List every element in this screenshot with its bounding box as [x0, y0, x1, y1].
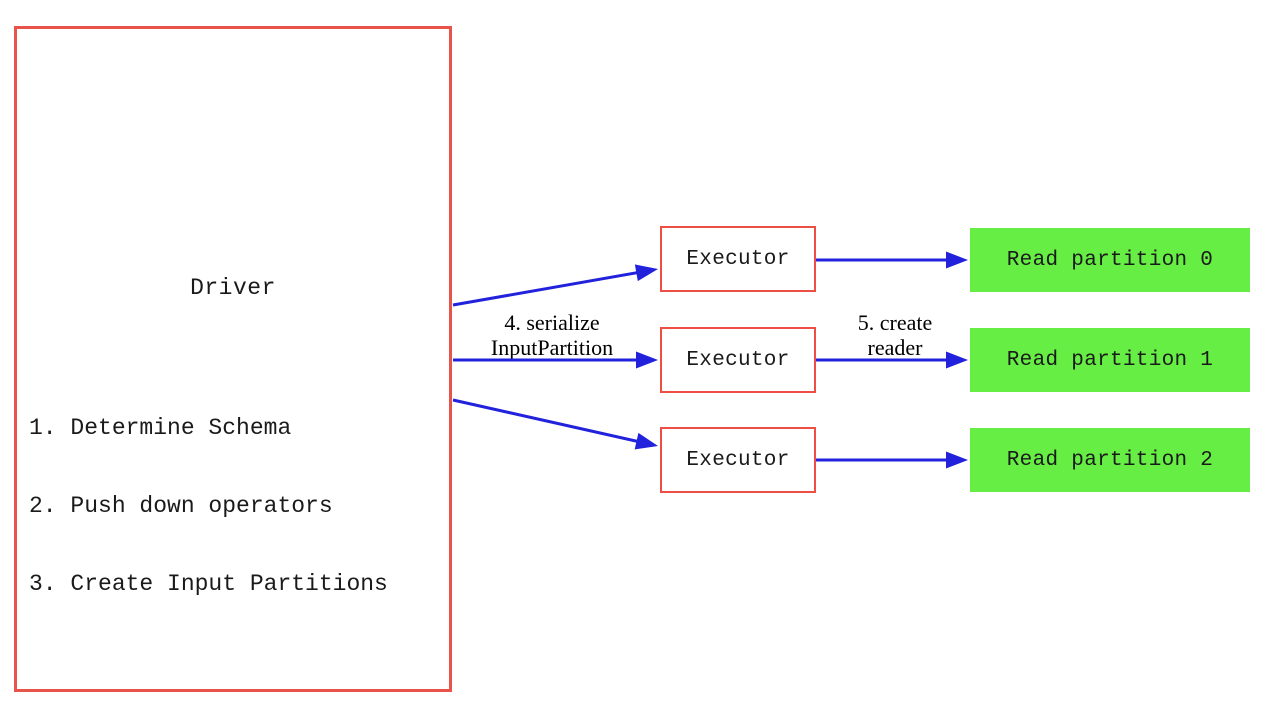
read-partition-label-1: Read partition 1: [1006, 348, 1214, 372]
driver-title: Driver: [190, 275, 276, 301]
driver-to-executor-2-arrow: [452, 398, 658, 450]
executor-label-2: Executor: [686, 448, 790, 472]
read-partition-box-2: Read partition 2: [970, 428, 1250, 492]
read-partition-box-0: Read partition 0: [970, 228, 1250, 292]
edge-label-create-reader-line-1: 5. create: [857, 310, 933, 335]
read-partition-box-1: Read partition 1: [970, 328, 1250, 392]
edge-label-serialize: 4. serialize InputPartition: [462, 310, 642, 360]
edge-label-serialize-line-1: 4. serialize: [504, 310, 600, 335]
read-partition-label-2: Read partition 2: [1006, 448, 1214, 472]
driver-to-executor-0-arrow: [452, 264, 658, 307]
executor-box-1: Executor: [660, 327, 816, 393]
driver-box: [14, 26, 452, 692]
executor-label-1: Executor: [686, 348, 790, 372]
edge-label-serialize-line-2: InputPartition: [490, 335, 614, 360]
executor-label-0: Executor: [686, 247, 790, 271]
executor-2-to-partition-2-arrow: [816, 451, 968, 469]
driver-steps-list: 1. Determine Schema 2. Push down operato…: [29, 363, 388, 649]
driver-step-3: 3. Create Input Partitions: [29, 571, 388, 597]
edge-label-create-reader-line-2: reader: [867, 335, 923, 360]
executor-box-2: Executor: [660, 427, 816, 493]
read-partition-label-0: Read partition 0: [1006, 248, 1214, 272]
driver-step-2: 2. Push down operators: [29, 493, 333, 519]
executor-0-to-partition-0-arrow: [816, 251, 968, 269]
driver-step-1: 1. Determine Schema: [29, 415, 292, 441]
executor-box-0: Executor: [660, 226, 816, 292]
edge-label-create-reader: 5. create reader: [830, 310, 960, 360]
